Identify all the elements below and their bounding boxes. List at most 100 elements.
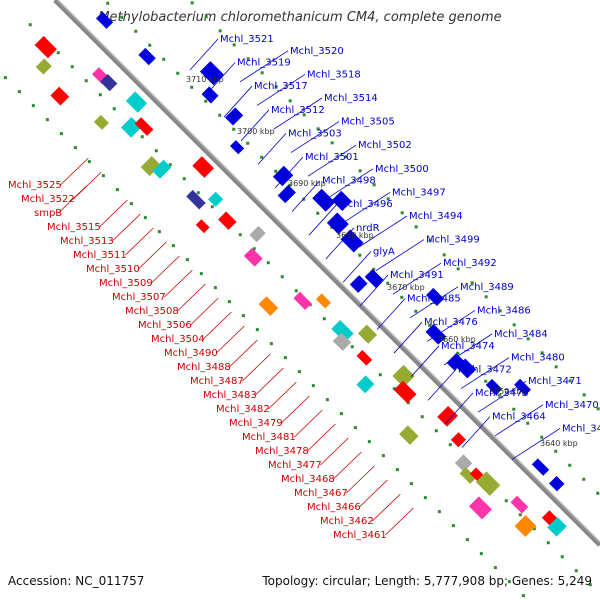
gene-label: Mchl_3471 xyxy=(528,376,582,387)
gene-label-leader xyxy=(409,286,459,319)
gene-feature xyxy=(459,467,477,484)
tick-dot xyxy=(218,113,222,117)
gene-label-leader xyxy=(325,227,355,260)
tick-dot xyxy=(274,85,278,89)
gene-label: Mchl_3500 xyxy=(375,164,429,175)
gene-feature xyxy=(125,91,148,113)
tick-dot xyxy=(392,387,396,391)
tick-dot xyxy=(456,351,460,355)
gene-feature xyxy=(510,495,529,514)
tick-dot xyxy=(400,211,404,215)
tick-dot xyxy=(288,99,292,103)
tick-dot xyxy=(448,443,452,447)
tick-dot xyxy=(162,57,166,61)
tick-dot xyxy=(311,384,315,388)
tick-dot xyxy=(381,454,385,458)
map-title: Methylobacterium chloromethanicum CM4, c… xyxy=(98,10,502,25)
gene-feature xyxy=(475,471,501,496)
gene-label: Mchl_3522 xyxy=(21,194,75,205)
tick-dot xyxy=(182,177,186,181)
tick-dot xyxy=(378,373,382,377)
tick-dot xyxy=(484,295,488,299)
genome-backbone xyxy=(53,0,600,547)
gene-feature xyxy=(195,219,210,234)
gene-label: Mchl_3467 xyxy=(294,488,348,499)
gene-label-leader xyxy=(242,353,271,382)
tick-dot xyxy=(526,337,530,341)
scale-label: 3670 kbp xyxy=(387,283,425,292)
tick-dot xyxy=(148,43,152,47)
tick-dot xyxy=(414,225,418,229)
gene-label-leader xyxy=(190,297,219,326)
gene-label-leader xyxy=(324,168,374,201)
gene-label: Mchl_3502 xyxy=(358,140,412,151)
gene-feature xyxy=(356,375,375,394)
gene-label-leader xyxy=(257,133,287,165)
tick-dot xyxy=(168,163,172,167)
gene-feature xyxy=(312,188,336,212)
tick-dot xyxy=(498,393,502,397)
gene-label-leader xyxy=(206,62,236,94)
tick-dot xyxy=(409,482,413,486)
gene-label-leader xyxy=(177,283,206,312)
gene-label: Mchl_3494 xyxy=(409,211,463,222)
gene-label-leader xyxy=(60,157,89,186)
gene-label: Mchl_3470 xyxy=(545,400,599,411)
gene-feature xyxy=(186,189,206,210)
gene-label-leader xyxy=(189,38,219,71)
tick-dot xyxy=(73,146,77,150)
tick-dot xyxy=(59,132,63,136)
gene-feature xyxy=(140,156,161,177)
scale-label: 3690 kbp xyxy=(288,179,326,188)
tick-dot xyxy=(185,258,189,262)
accession-text: Accession: NC_011757 xyxy=(8,574,145,588)
gene-label-leader xyxy=(511,428,561,460)
gene-feature xyxy=(446,353,465,371)
tick-dot xyxy=(498,309,502,313)
gene-label: Mchl_3484 xyxy=(494,329,548,340)
tick-dot xyxy=(204,15,208,19)
gene-label: Mchl_3496 xyxy=(339,199,393,210)
tick-dot xyxy=(302,113,306,117)
tick-dot xyxy=(171,244,175,248)
tick-dot xyxy=(204,99,208,103)
gene-feature xyxy=(152,159,172,179)
tick-dot xyxy=(470,281,474,285)
gene-label-leader xyxy=(359,479,388,508)
tick-dot xyxy=(140,135,144,139)
tick-dot xyxy=(596,407,600,411)
tick-dot xyxy=(17,90,21,94)
tick-dot xyxy=(246,141,250,145)
gene-label-leader xyxy=(461,416,491,448)
tick-dot xyxy=(101,174,105,178)
gene-label-leader xyxy=(359,274,389,307)
gene-feature xyxy=(34,36,57,59)
scale-label: 3680 kbp xyxy=(336,231,374,240)
gene-label-leader xyxy=(223,85,253,118)
tick-dot xyxy=(521,594,525,598)
gene-label: Mchl_3521 xyxy=(220,34,274,45)
tick-dot xyxy=(353,426,357,430)
tick-dot xyxy=(266,261,270,265)
tick-dot xyxy=(423,496,427,500)
tick-dot xyxy=(115,188,119,192)
gene-feature xyxy=(356,349,373,366)
gene-feature xyxy=(340,229,364,253)
gene-label: Mchl_3515 xyxy=(47,222,101,233)
gene-label-leader xyxy=(268,381,297,410)
tick-dot xyxy=(31,104,35,108)
gene-feature xyxy=(531,458,550,476)
gene-label: Mchl_3510 xyxy=(86,264,140,275)
gene-label: Mchl_3518 xyxy=(307,69,361,80)
tick-dot xyxy=(554,365,558,369)
gene-label-leader xyxy=(290,121,340,153)
gene-feature xyxy=(201,86,219,104)
tick-dot xyxy=(540,351,544,355)
gene-feature xyxy=(229,140,245,155)
gene-feature xyxy=(134,117,154,136)
gene-label-leader xyxy=(216,325,245,354)
gene-label-leader xyxy=(99,199,128,228)
gene-label-leader xyxy=(256,74,306,106)
gene-feature xyxy=(100,74,118,92)
gene-label: Mchl_3475 xyxy=(475,388,529,399)
